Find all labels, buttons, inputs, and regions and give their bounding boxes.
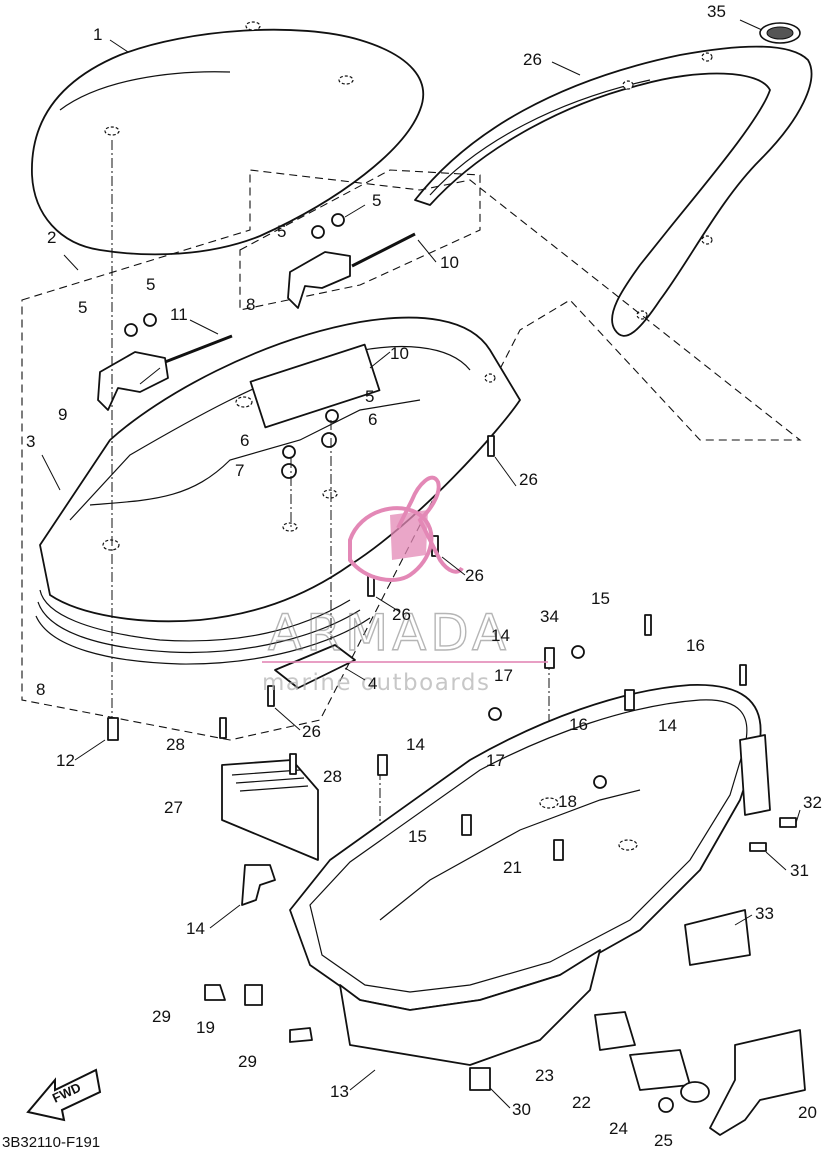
callout-label: 20	[798, 1103, 817, 1122]
callout-label: 10	[390, 344, 409, 363]
callout-label: 14	[186, 919, 205, 938]
callout-label: 6	[368, 410, 377, 429]
callout-label: 25	[654, 1131, 673, 1149]
callout-label: 5	[277, 222, 286, 241]
watermark: ARMADA marine outboards	[262, 475, 548, 696]
assembly-outline-seat	[21, 169, 802, 741]
callout-label: 16	[569, 715, 588, 734]
callout-label: 19	[196, 1018, 215, 1037]
callout-label: 8	[246, 295, 255, 314]
callout-label: 10	[440, 253, 459, 272]
callout-label: 14	[406, 735, 425, 754]
armada-logo	[348, 475, 464, 582]
grab-bar-part	[414, 45, 813, 337]
watermark-brand: ARMADA	[268, 604, 510, 662]
callout-label: 23	[535, 1066, 554, 1085]
callout-label: 34	[540, 607, 559, 626]
seat-base-part	[39, 316, 521, 623]
callout-label: 32	[803, 793, 822, 812]
callout-label: 1	[93, 25, 102, 44]
callout-label: 26	[465, 566, 484, 585]
fwd-arrow: FWD	[26, 1068, 102, 1122]
callout-label: 17	[486, 751, 505, 770]
callout-label: 35	[707, 2, 726, 21]
drawing-code: 3B32110-F191	[2, 1134, 100, 1149]
callout-label: 4	[368, 674, 377, 693]
callout-label: 2	[47, 228, 56, 247]
callout-label: 11	[170, 305, 188, 324]
callout-label: 28	[323, 767, 342, 786]
callout-label: 14	[491, 626, 510, 645]
callout-label: 12	[56, 751, 75, 770]
callout-label: 9	[58, 405, 67, 424]
callout-label: 27	[164, 798, 183, 817]
bracket-part	[274, 644, 356, 689]
callout-label: 29	[238, 1052, 257, 1071]
callout-label: 24	[609, 1119, 628, 1138]
callout-label: 26	[302, 722, 321, 741]
callout-label: 26	[523, 50, 542, 69]
callout-label: 3	[26, 432, 35, 451]
callout-label: 6	[240, 431, 249, 450]
rod-left-part	[164, 334, 233, 364]
callout-label: 5	[365, 387, 374, 406]
callout-label: 22	[572, 1093, 591, 1112]
callout-label: 18	[558, 792, 577, 811]
seal-part	[35, 589, 371, 665]
callout-label: 14	[658, 716, 677, 735]
hinge-right-part	[287, 251, 351, 309]
callout-label: 26	[519, 470, 538, 489]
callout-label: 5	[146, 275, 155, 294]
leader-lines	[41, 19, 801, 1109]
assembly-outline-hinge	[239, 169, 481, 311]
callout-label: 15	[408, 827, 427, 846]
rod-right-part	[351, 232, 416, 268]
callout-label: 31	[790, 861, 809, 880]
callout-label: 30	[512, 1100, 531, 1119]
emblem-part	[759, 22, 801, 44]
seat-part	[31, 21, 425, 256]
callout-label: 29	[152, 1007, 171, 1026]
callout-label: 8	[36, 680, 45, 699]
callout-label: 26	[392, 605, 411, 624]
callout-label: 28	[166, 735, 185, 754]
small-parts-lower	[204, 614, 806, 1136]
watermark-tagline: marine outboards	[262, 670, 490, 696]
callout-label: 33	[755, 904, 774, 923]
callout-label: 21	[503, 858, 522, 877]
hinge-left-part	[97, 351, 169, 411]
storage-bin-part	[289, 684, 762, 1066]
callout-label: 5	[372, 191, 381, 210]
callout-label: 7	[235, 461, 244, 480]
callout-labels: 1 2 3 4 5 5 5 5 5 6 6 7 8 8 9 10 10 11 1…	[26, 2, 822, 1149]
callout-label: 13	[330, 1082, 349, 1101]
callout-label: 15	[591, 589, 610, 608]
callout-label: 5	[78, 298, 87, 317]
callout-label: 17	[494, 666, 513, 685]
callout-label: 16	[686, 636, 705, 655]
plate-part	[249, 343, 381, 429]
